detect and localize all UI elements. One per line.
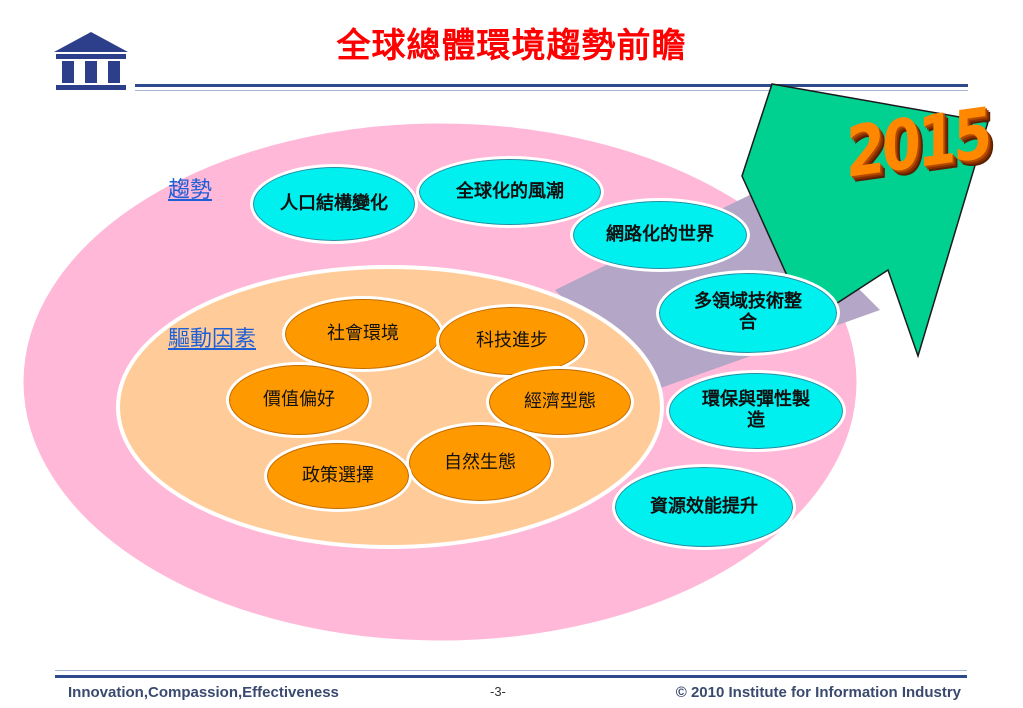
driver-bubble-text: 自然生態 — [444, 451, 516, 473]
driver-bubble-text: 經濟型態 — [524, 390, 596, 412]
institute-logo — [54, 32, 128, 90]
trend-bubble: 多領域技術整合 — [656, 270, 840, 356]
driver-bubble: 價值偏好 — [226, 362, 372, 438]
trend-bubble: 資源效能提升 — [612, 464, 796, 550]
driver-bubble-text: 價值偏好 — [263, 388, 335, 410]
footer-motto: Innovation,Compassion,Effectiveness — [68, 684, 339, 701]
footer-rule-thin — [55, 670, 967, 671]
page-title: 全球總體環境趨勢前瞻 — [336, 26, 687, 66]
driver-bubble: 政策選擇 — [264, 440, 412, 512]
footer-rule — [55, 675, 967, 678]
trend-bubble-text: 多領域技術整合 — [694, 291, 802, 333]
driver-bubble-text: 政策選擇 — [302, 464, 374, 486]
trend-bubble-text: 環保與彈性製造 — [702, 389, 810, 431]
driver-bubble: 自然生態 — [406, 422, 554, 504]
trend-bubble: 網路化的世界 — [570, 198, 750, 272]
footer-copyright: © 2010 Institute for Information Industr… — [675, 684, 961, 701]
trend-bubble-text: 人口結構變化 — [280, 192, 388, 214]
page-number: -3- — [490, 684, 506, 699]
driver-bubble-text: 社會環境 — [327, 322, 399, 344]
trend-bubble-text: 全球化的風潮 — [456, 180, 564, 202]
driver-bubble-text: 科技進步 — [476, 329, 548, 351]
trend-bubble-text: 網路化的世界 — [606, 223, 714, 245]
header-rule-thin — [135, 90, 968, 91]
driver-label[interactable]: 驅動因素 — [168, 327, 257, 352]
trend-bubble: 人口結構變化 — [250, 164, 418, 244]
trend-bubble: 環保與彈性製造 — [666, 370, 846, 452]
trend-label[interactable]: 趨勢 — [168, 178, 213, 203]
trend-bubble: 全球化的風潮 — [416, 156, 604, 228]
header-rule — [135, 84, 968, 87]
trend-bubble-text: 資源效能提升 — [650, 495, 758, 517]
driver-bubble: 社會環境 — [282, 296, 444, 372]
